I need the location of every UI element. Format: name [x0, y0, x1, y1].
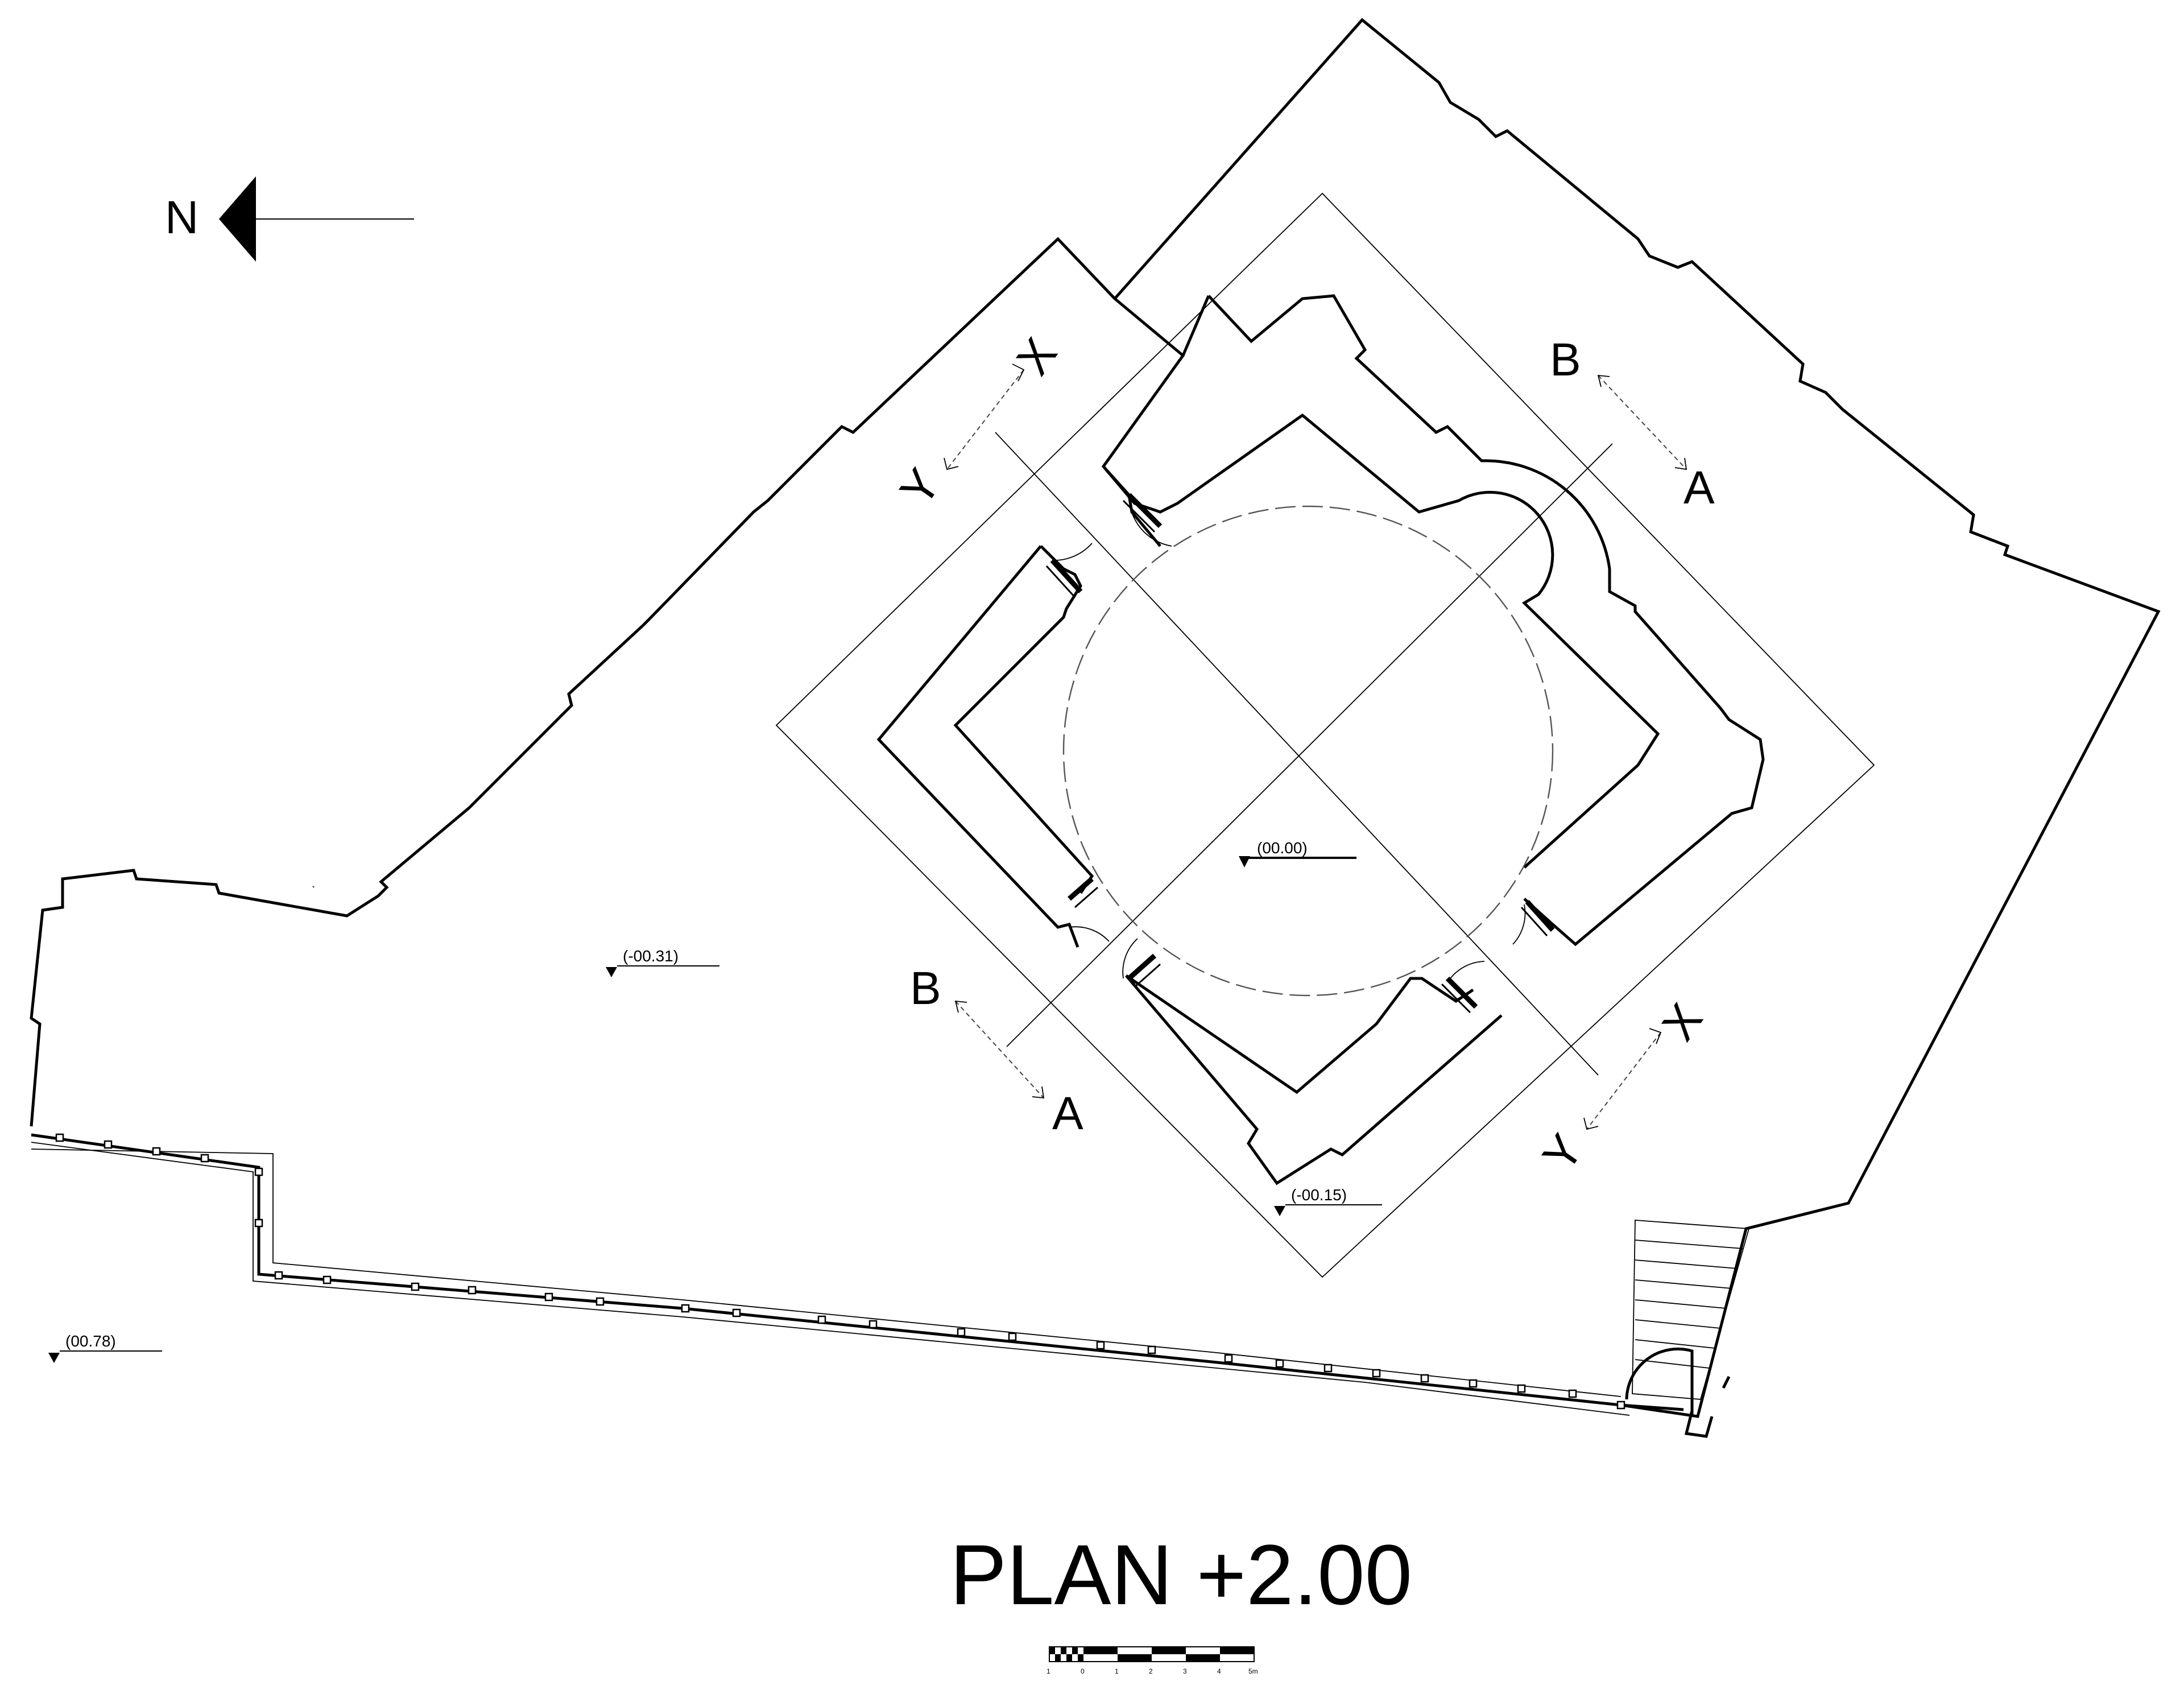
fence-post [1008, 1332, 1017, 1341]
scale-segment [1220, 1647, 1254, 1654]
scale-tick-6: 5m [1248, 1667, 1258, 1675]
fence-post [595, 1297, 605, 1306]
elevation-south: (-00.15) [1274, 1186, 1382, 1216]
fence-post [1420, 1374, 1429, 1383]
fence-post [55, 1133, 64, 1142]
fence-post [868, 1320, 878, 1329]
fence-post [544, 1292, 553, 1302]
fence-post [957, 1328, 966, 1337]
fence-post [1323, 1364, 1333, 1373]
elevation-west-label: (-00.31) [623, 947, 679, 965]
section-label-y-top: Y [890, 460, 950, 515]
fence-post [1096, 1341, 1105, 1350]
section-label-x-top: X [1007, 329, 1067, 384]
fence-post [1517, 1384, 1526, 1393]
gate-door [1625, 1347, 1694, 1416]
elevation-southwest-label: (00.78) [65, 1332, 116, 1350]
north-arrow-icon [219, 176, 256, 262]
section-label-x-bottom: X [1652, 994, 1713, 1050]
elevation-southwest: (00.78) [48, 1332, 162, 1363]
scale-check [1055, 1654, 1061, 1662]
fence-post [1616, 1401, 1625, 1410]
outer-frame-square [775, 192, 1875, 1278]
scale-bar: 1 0 1 2 3 4 5m [1046, 1646, 1258, 1675]
fence-post [468, 1286, 477, 1295]
fence-post [274, 1271, 283, 1280]
dome-circle [1062, 505, 1554, 997]
scale-check [1066, 1654, 1072, 1662]
fence-post [1372, 1369, 1381, 1378]
fence-post [1275, 1359, 1284, 1368]
section-label-b-top: B [1550, 334, 1581, 386]
section-label-y-bottom: Y [1533, 1125, 1593, 1180]
north-arrow: N [165, 176, 414, 262]
scale-tick-2: 1 [1115, 1667, 1119, 1675]
scale-segment [1152, 1647, 1186, 1654]
fence-post [254, 1167, 263, 1176]
door-swings [1052, 494, 1526, 979]
stairs [1625, 1220, 1750, 1438]
scale-tick-5: 4 [1217, 1667, 1221, 1675]
scale-tick-4: 3 [1183, 1667, 1187, 1675]
scale-segment [1118, 1654, 1152, 1662]
fence-post [681, 1304, 690, 1313]
elevation-markers: (00.00) (-00.31) (-00.15) (00.78) [48, 839, 1382, 1363]
drawing-title: PLAN +2.00 [950, 1527, 1412, 1622]
section-markers: X Y B A B A X Y [890, 329, 1715, 1180]
section-label-a-top: A [1684, 462, 1715, 514]
site-mark [312, 886, 315, 888]
fence-post [104, 1140, 113, 1149]
fence-post [200, 1154, 209, 1163]
church-outer-wall [876, 294, 1765, 1185]
scale-check [1061, 1647, 1066, 1654]
fence-post [322, 1275, 332, 1284]
scale-segment [1186, 1654, 1220, 1662]
fence-post [1147, 1345, 1156, 1354]
scale-check [1072, 1647, 1078, 1654]
fence-post [254, 1218, 263, 1228]
section-label-b-bottom: B [910, 962, 941, 1014]
site-boundary [30, 18, 2161, 1418]
fence-posts [55, 1133, 1625, 1410]
fence-post [1568, 1389, 1577, 1398]
fence-post [411, 1282, 420, 1291]
elevation-west: (-00.31) [606, 947, 719, 977]
scale-tick-3: 2 [1149, 1667, 1153, 1675]
fence-post [1224, 1354, 1233, 1363]
elevation-south-label: (-00.15) [1291, 1186, 1347, 1204]
doorways [1045, 493, 1555, 1014]
fence-post [817, 1315, 826, 1324]
fence-post [152, 1147, 161, 1156]
elevation-center: (00.00) [1239, 839, 1356, 867]
scale-check [1049, 1647, 1055, 1654]
axis-lines [995, 432, 1613, 1076]
fence-post [1469, 1379, 1478, 1388]
scale-tick-0: 1 [1046, 1667, 1050, 1675]
fence-post [732, 1308, 741, 1317]
scale-segment [1083, 1647, 1118, 1654]
scale-tick-1: 0 [1081, 1667, 1085, 1675]
north-label: N [165, 192, 198, 243]
elevation-center-label: (00.00) [1257, 839, 1308, 857]
section-label-a-bottom: A [1052, 1088, 1083, 1139]
scale-check [1078, 1654, 1083, 1662]
